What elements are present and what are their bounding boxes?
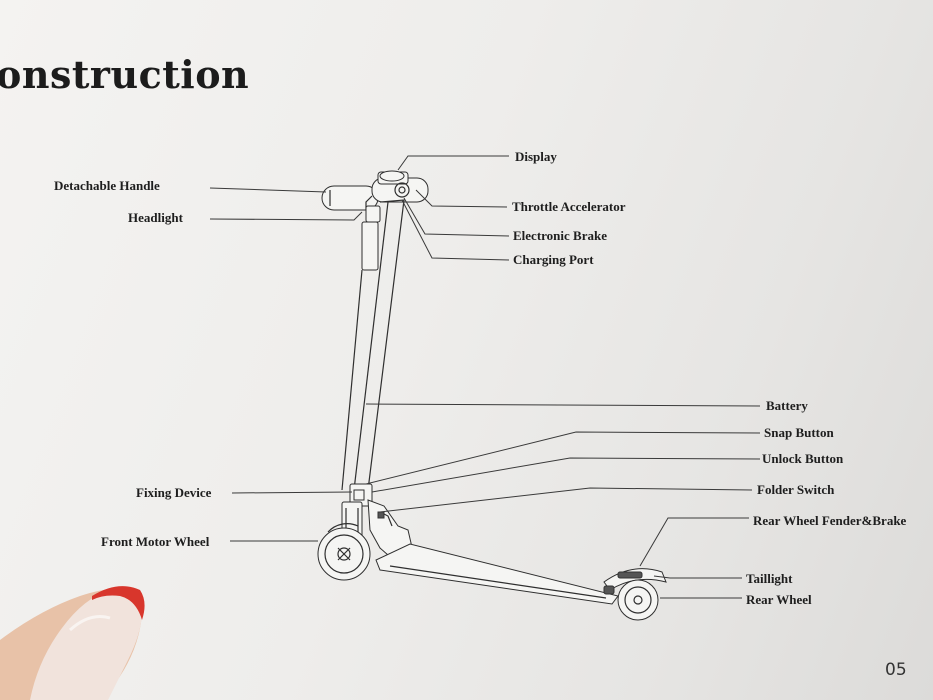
label-throttle-accelerator: Throttle Accelerator [512,199,626,214]
label-taillight: Taillight [746,571,793,586]
label-battery: Battery [766,398,808,413]
page-number: 05 [885,660,907,680]
label-folder-switch: Folder Switch [757,482,835,497]
label-electronic-brake: Electronic Brake [513,228,607,243]
front-wheel [317,523,371,581]
page-title: onstruction [0,52,250,97]
rear-wheel [603,579,659,621]
deck [375,543,619,605]
leader-lines [209,155,761,599]
label-rear-wheel-fender-brake: Rear Wheel Fender&Brake [753,513,907,528]
part-labels: Display Detachable Handle Throttle Accel… [54,149,907,607]
label-unlock-button: Unlock Button [762,451,844,466]
label-headlight: Headlight [128,210,184,225]
handlebar [321,170,429,211]
label-front-motor-wheel: Front Motor Wheel [101,534,210,549]
headlight [361,205,381,271]
stem-tube [341,199,405,491]
label-snap-button: Snap Button [764,425,834,440]
red-nail-tip [92,586,145,620]
finger [0,586,145,700]
label-display: Display [515,149,557,164]
scooter-drawing [317,170,667,621]
label-detachable-handle: Detachable Handle [54,178,160,193]
label-fixing-device: Fixing Device [136,485,212,500]
label-charging-port: Charging Port [513,252,594,267]
rear-fender [603,568,667,591]
label-rear-wheel: Rear Wheel [746,592,812,607]
